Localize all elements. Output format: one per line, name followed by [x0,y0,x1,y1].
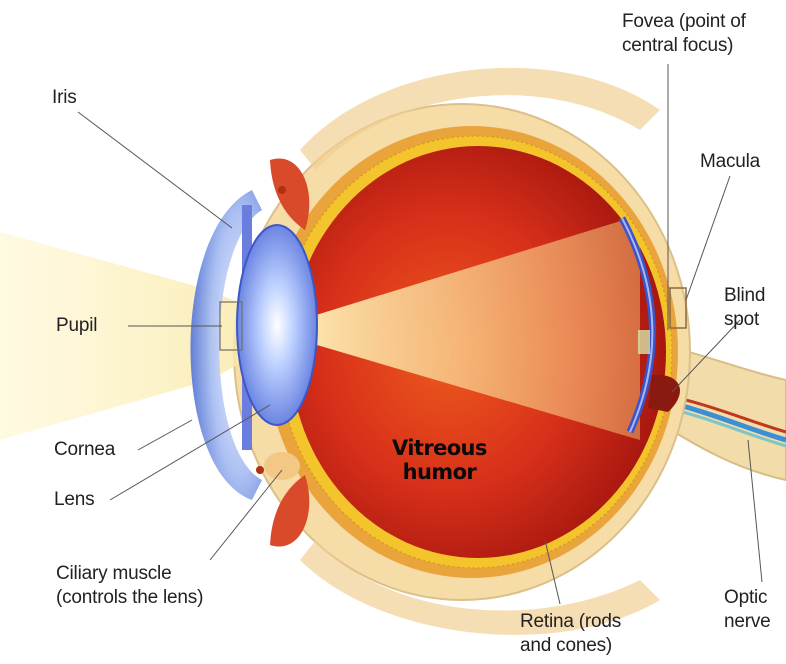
label-ciliary-muscle: Ciliary muscle (controls the lens) [56,562,203,610]
label-optic-nerve: Optic nerve [724,586,771,634]
label-fovea: Fovea (point of central focus) [622,10,746,58]
label-lens: Lens [54,488,94,512]
label-blind-spot: Blind spot [724,284,765,332]
label-pupil: Pupil [56,314,97,338]
label-cornea: Cornea [54,438,115,462]
label-vitreous-humor: Vitreous humor [392,436,487,484]
fovea-region [638,330,650,354]
lens [237,225,317,425]
label-retina: Retina (rods and cones) [520,610,621,658]
label-macula: Macula [700,150,760,174]
label-iris: Iris [52,86,77,110]
